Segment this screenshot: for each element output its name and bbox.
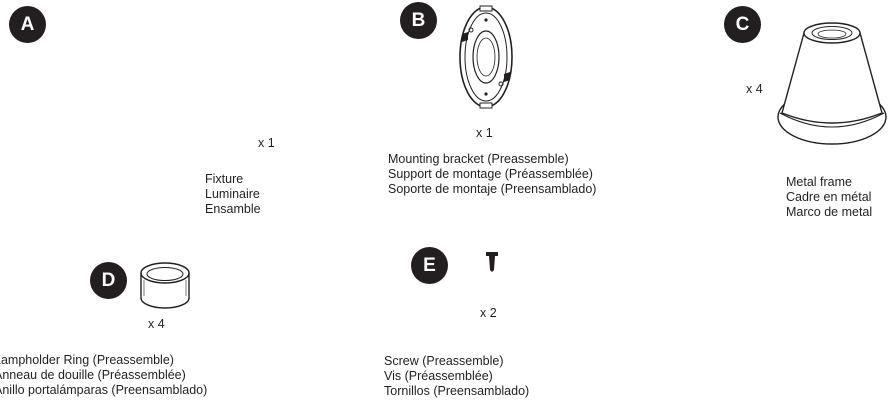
part-a-name-en: Fixture xyxy=(205,172,244,186)
part-c-name-fr: Cadre en métal xyxy=(786,190,872,204)
part-a-quantity: x 1 xyxy=(258,136,275,150)
part-c-name-es: Marco de metal xyxy=(786,205,873,219)
lampholder-ring-illustration xyxy=(140,262,190,309)
part-d-badge: D xyxy=(90,262,127,299)
part-c-name-en: Metal frame xyxy=(786,175,852,189)
part-e-name-en: Screw (Preassemble) xyxy=(384,354,504,368)
part-b-name-en: Mounting bracket (Preassemble) xyxy=(388,152,569,166)
part-b-name-fr: Support de montage (Préassemblée) xyxy=(388,167,593,181)
part-d-name-en: Lampholder Ring (Preassemble) xyxy=(0,353,174,367)
part-b-name-es: Soporte de montaje (Preensamblado) xyxy=(388,182,597,196)
part-a-name-es: Ensamble xyxy=(205,202,261,216)
part-d-name-fr: Anneau de douille (Préassemblée) xyxy=(0,368,186,382)
metal-frame-illustration xyxy=(777,22,887,145)
part-d-quantity: x 4 xyxy=(148,317,165,331)
part-e-quantity: x 2 xyxy=(480,306,497,320)
part-e-name-es: Tornillos (Preensamblado) xyxy=(384,384,530,398)
mounting-bracket-illustration xyxy=(459,5,513,109)
part-b-badge: B xyxy=(400,2,437,39)
part-a-name-fr: Luminaire xyxy=(205,187,260,201)
part-d-name-es: Anillo portalámparas (Preensamblado) xyxy=(0,383,208,397)
part-c-badge: C xyxy=(724,6,761,43)
part-b-quantity: x 1 xyxy=(476,126,493,140)
screw-icon xyxy=(486,252,498,272)
part-a-badge: A xyxy=(9,6,46,43)
part-c-quantity: x 4 xyxy=(746,82,763,96)
part-e-badge: E xyxy=(411,247,448,284)
part-e-name-fr: Vis (Préassemblée) xyxy=(384,369,493,383)
